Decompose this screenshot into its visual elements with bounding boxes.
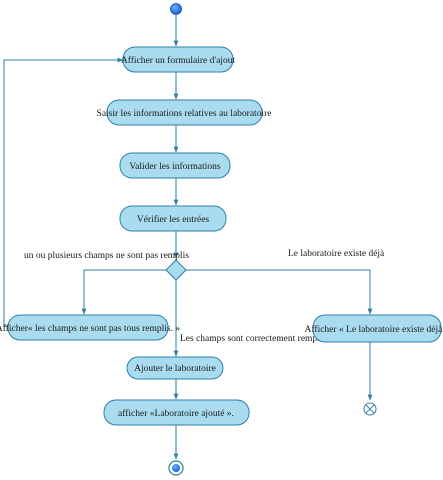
guard-champs-vides: un ou plusieurs champs ne sont pas rempl… <box>24 251 189 261</box>
action-verifier-entrees: Vérifier les entrées <box>119 205 227 232</box>
action-afficher-champs: Afficher« les champs ne sont pas tous re… <box>0 314 180 341</box>
action-afficher-ajoute: afficher «Laboratoire ajouté ». <box>103 399 250 426</box>
action-label: Afficher « Le laboratoire existe déjà». <box>305 324 443 335</box>
guard-existe: Le laboratoire existe déjà <box>288 249 385 259</box>
action-label: Valider les informations <box>129 161 221 172</box>
action-saisir-infos: Saisir les informations relatives au lab… <box>97 99 272 126</box>
action-label: afficher «Laboratoire ajouté ». <box>118 408 234 419</box>
action-valider-infos: Valider les informations <box>119 152 231 179</box>
initial-node <box>170 3 182 15</box>
action-ajouter-labo: Ajouter le laboratoire <box>126 356 224 380</box>
action-afficher-formulaire: Afficher un formulaire d'ajout <box>121 46 236 73</box>
final-node <box>168 460 184 476</box>
action-label: Afficher un formulaire d'ajout <box>121 55 236 66</box>
decision-node <box>165 259 187 281</box>
action-label: Ajouter le laboratoire <box>134 364 216 374</box>
action-label: Afficher« les champs ne sont pas tous re… <box>0 323 180 334</box>
edge-champs-to-form <box>3 57 124 327</box>
action-label: Vérifier les entrées <box>137 214 210 225</box>
edge-decision-to-champs <box>81 269 166 315</box>
action-label: Saisir les informations relatives au lab… <box>97 108 272 119</box>
guard-champs-ok: Les champs sont correctement remplis <box>180 334 326 344</box>
action-afficher-existe: Afficher « Le laboratoire existe déjà». <box>305 314 443 343</box>
edge-decision-to-existe <box>186 269 373 315</box>
edges <box>3 15 373 460</box>
flow-final-node <box>363 402 377 416</box>
